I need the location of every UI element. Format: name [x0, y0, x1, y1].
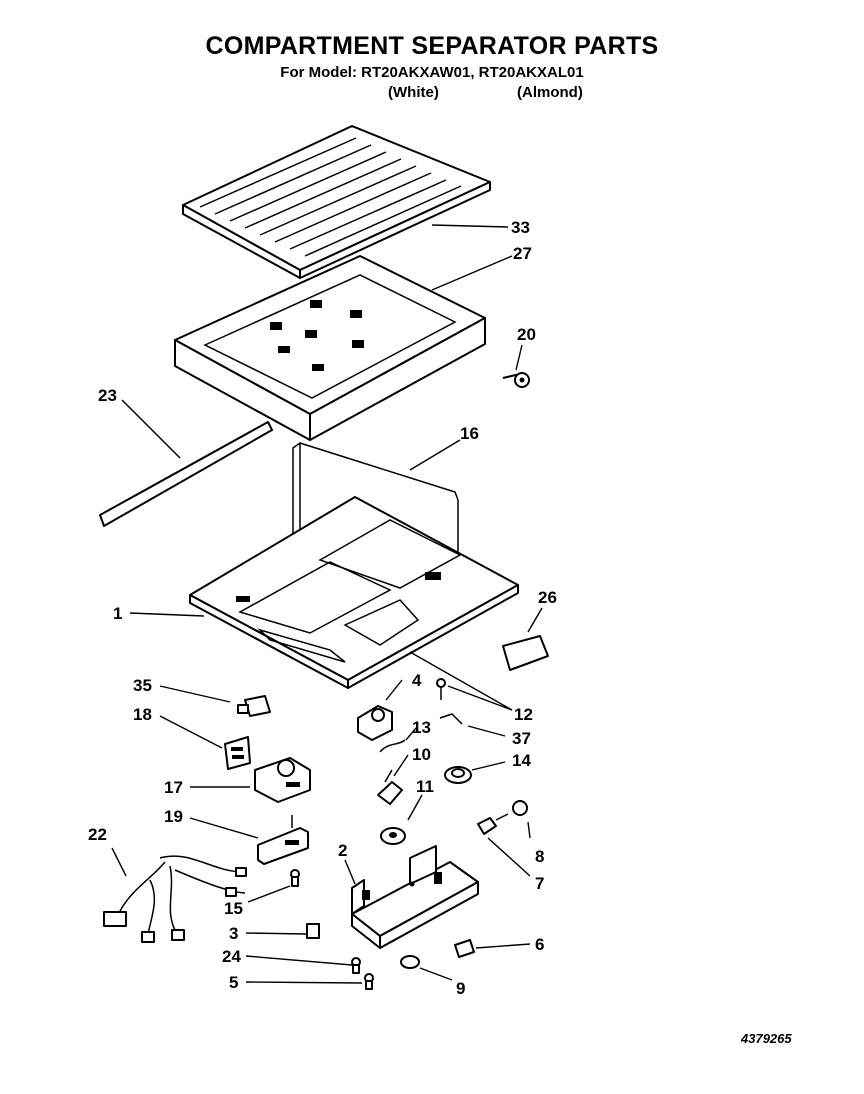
callout-35: 35: [133, 676, 152, 695]
callout-15: 15: [224, 899, 243, 918]
callout-24: 24: [222, 947, 241, 966]
part-18-control-plate: [224, 736, 251, 770]
callout-3: 3: [229, 924, 238, 943]
callout-12: 12: [514, 705, 533, 724]
part-7-clip: [477, 817, 497, 835]
part-37-clip: [439, 713, 463, 725]
callout-4: 4: [412, 671, 422, 690]
callout-1: 1: [113, 604, 122, 623]
callout-17: 17: [164, 778, 183, 797]
leader-lines: [111, 224, 543, 984]
part-15-screw: [290, 869, 300, 887]
callout-2: 2: [338, 841, 347, 860]
page-title: COMPARTMENT SEPARATOR PARTS: [205, 32, 659, 60]
part-10-thermostat: [377, 769, 403, 805]
part-20-screw: [502, 372, 530, 388]
document-number: 4379265: [741, 1031, 792, 1046]
callout-27: 27: [513, 244, 532, 263]
part-12-screw: [436, 678, 446, 700]
part-26-cover: [502, 635, 549, 671]
callout-14: 14: [512, 751, 531, 770]
part-19-bracket: [257, 815, 309, 865]
part-27-separator-frame: [174, 255, 486, 441]
part-3-clip: [306, 923, 320, 939]
callout-8: 8: [535, 847, 544, 866]
callout-10: 10: [412, 745, 431, 764]
part-14-grommet: [444, 766, 472, 784]
callout-16: 16: [460, 424, 479, 443]
callout-5: 5: [229, 973, 238, 992]
callout-26: 26: [538, 588, 557, 607]
callout-20: 20: [517, 325, 536, 344]
part-6-connector: [454, 939, 475, 958]
part-9-nut: [400, 955, 420, 969]
callout-22: 22: [88, 825, 107, 844]
callout-9: 9: [456, 979, 465, 998]
model-line: For Model: RT20AKXAW01, RT20AKXAL01: [280, 64, 584, 81]
part-35-connector: [237, 695, 271, 717]
part-2-control-box: [351, 845, 479, 949]
part-22-wire-harness: [103, 855, 247, 943]
callout-7: 7: [535, 874, 544, 893]
part-23-trim-strip: [99, 421, 273, 527]
variant-almond-label: (Almond): [517, 84, 583, 101]
callout-19: 19: [164, 807, 183, 826]
callout-33: 33: [511, 218, 530, 237]
callout-37: 37: [512, 729, 531, 748]
part-1-separator-pan: [189, 496, 519, 689]
callout-13: 13: [412, 718, 431, 737]
callout-23: 23: [98, 386, 117, 405]
callout-6: 6: [535, 935, 544, 954]
part-5-screw: [364, 973, 374, 990]
part-13-spring: [379, 739, 406, 753]
part-11-grommet: [380, 827, 406, 845]
callout-18: 18: [133, 705, 152, 724]
part-17-control-housing: [254, 757, 311, 803]
part-33-shelf-grille: [182, 125, 491, 279]
callout-11: 11: [416, 777, 434, 796]
variant-white-label: (White): [388, 84, 439, 101]
part-4-bracket: [357, 705, 393, 741]
part-24-screw: [351, 957, 361, 974]
part-8-lamp: [495, 800, 528, 821]
